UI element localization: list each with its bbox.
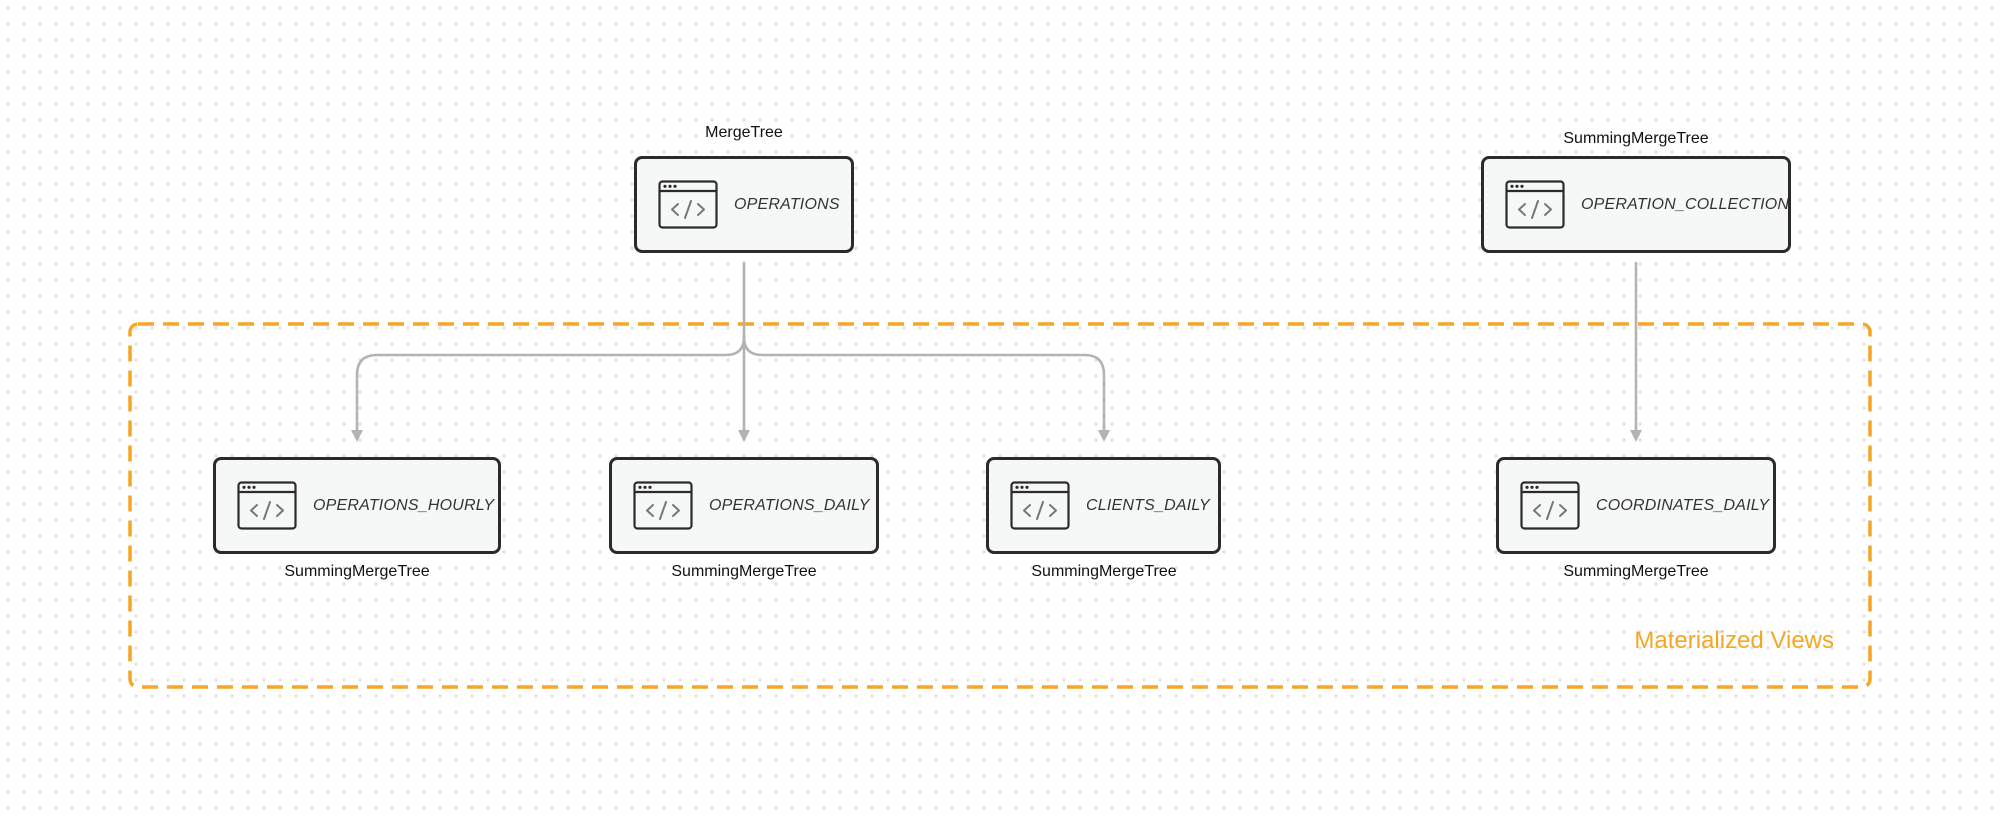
operation-collection-engine-label: SummingMergeTree xyxy=(1563,130,1709,147)
operations-daily-engine-label: SummingMergeTree xyxy=(671,563,817,580)
materialized-views-group: Materialized Views xyxy=(128,322,1872,689)
node-label: CLIENTS_DAILY xyxy=(1086,496,1210,514)
code-window-icon xyxy=(1010,481,1070,530)
node-label: COORDINATES_DAILY xyxy=(1596,496,1770,514)
operations-hourly-engine-label: SummingMergeTree xyxy=(284,563,430,580)
node-label: OPERATIONS xyxy=(734,195,840,213)
clients-daily-node[interactable]: CLIENTS_DAILY xyxy=(986,457,1221,554)
code-window-icon xyxy=(658,180,718,229)
edge-operations-to-clients-daily xyxy=(742,335,1110,442)
group-label: Materialized Views xyxy=(1634,627,1834,654)
node-label: OPERATIONS_DAILY xyxy=(709,496,870,514)
code-window-icon xyxy=(237,481,297,530)
operation-collection-node[interactable]: OPERATION_COLLECTION xyxy=(1481,156,1791,253)
node-label: OPERATIONS_HOURLY xyxy=(313,496,495,514)
coordinates-daily-engine-label: SummingMergeTree xyxy=(1563,563,1709,580)
code-window-icon xyxy=(1520,481,1580,530)
edge-operations-to-operations-hourly xyxy=(351,335,746,442)
code-window-icon xyxy=(633,481,693,530)
operations-node[interactable]: OPERATIONS xyxy=(634,156,854,253)
operations-daily-node[interactable]: OPERATIONS_DAILY xyxy=(609,457,879,554)
node-label: OPERATION_COLLECTION xyxy=(1581,195,1790,213)
operations-engine-label: MergeTree xyxy=(705,124,783,141)
code-window-icon xyxy=(1505,180,1565,229)
clients-daily-engine-label: SummingMergeTree xyxy=(1031,563,1177,580)
operations-hourly-node[interactable]: OPERATIONS_HOURLY xyxy=(213,457,501,554)
coordinates-daily-node[interactable]: COORDINATES_DAILY xyxy=(1496,457,1776,554)
